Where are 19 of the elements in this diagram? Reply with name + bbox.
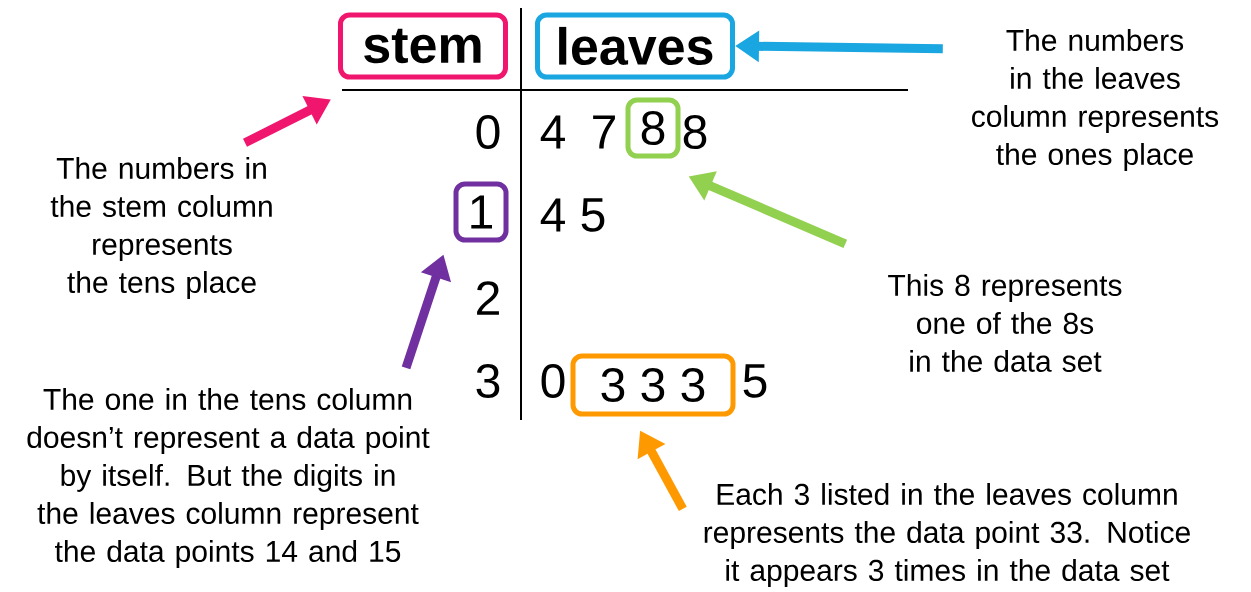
stem-leaf-digit: 8 bbox=[683, 115, 707, 149]
stem-leaf-digit: 2 bbox=[477, 281, 499, 315]
highlight-box: 1 bbox=[453, 181, 509, 243]
note-text: The one in the tens column doesn’t represent a data point by itself. But the digits in the leaves column represent the data points 14 and 15 bbox=[27, 388, 430, 568]
note-text: This 8 represents one of the 8s in the data set bbox=[888, 274, 1122, 372]
note-text: The numbers in the stem column represents the tens place bbox=[50, 157, 272, 299]
stem-leaf-digit: 4 bbox=[540, 198, 565, 232]
note-text: The numbers in the leaves column represents the ones place bbox=[972, 29, 1219, 171]
header-box: leaves bbox=[535, 12, 735, 80]
stem-leaf-digit: 3 bbox=[476, 364, 500, 398]
stem-leaf-digit: 4 bbox=[540, 115, 565, 149]
highlight-box: 3 3 3 bbox=[570, 353, 736, 417]
header-box: stem bbox=[338, 12, 508, 80]
stem-leaf-digit: 0 bbox=[541, 364, 565, 398]
stem-leaf-digit: 5 bbox=[581, 198, 605, 232]
stem-leaf-digit: 0 bbox=[476, 115, 500, 149]
highlight-box: 8 bbox=[625, 97, 681, 159]
stem-leaf-digit: 7 bbox=[593, 115, 615, 149]
note-text: Each 3 listed in the leaves column represents the data point 33. Notice it appears 3 times in the data set bbox=[704, 483, 1190, 587]
